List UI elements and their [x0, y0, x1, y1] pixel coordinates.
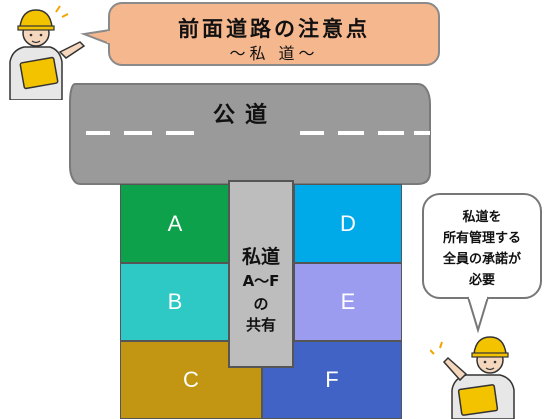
- lot-c: C: [120, 341, 262, 419]
- note-line2: 所有管理する: [442, 231, 521, 246]
- private-road-line2: A〜F: [242, 272, 280, 290]
- lot-d: D: [294, 184, 402, 263]
- lot-b-label: B: [167, 289, 183, 314]
- private-road-line4: 共有: [245, 316, 276, 334]
- worker-pointing-icon: [430, 336, 515, 419]
- note-line1: 私道を: [462, 210, 502, 225]
- private-road-line1: 私道: [241, 246, 280, 268]
- lot-c-label: C: [183, 367, 199, 392]
- lot-f-label: F: [325, 367, 339, 392]
- title-sub: 〜私 道〜: [229, 44, 319, 63]
- title-main: 前面道路の注意点: [178, 17, 370, 41]
- worker-pointing-icon: [9, 5, 86, 100]
- private-road-line3: の: [253, 295, 269, 313]
- lot-e-label: E: [340, 289, 356, 314]
- public-road-label: 公道: [212, 103, 277, 128]
- lot-d-label: D: [340, 210, 356, 236]
- lot-a: A: [120, 184, 230, 263]
- lot-e: E: [294, 263, 402, 341]
- note-bubble: 私道を 所有管理する 全員の承諾が 必要: [422, 193, 542, 299]
- title-bubble: 前面道路の注意点 〜私 道〜: [108, 2, 440, 66]
- private-road: 私道 A〜F の 共有: [228, 180, 294, 368]
- lot-a-label: A: [167, 210, 183, 236]
- note-line3: 全員の承諾が: [442, 252, 521, 267]
- lot-b: B: [120, 263, 230, 341]
- note-line4: 必要: [468, 273, 495, 288]
